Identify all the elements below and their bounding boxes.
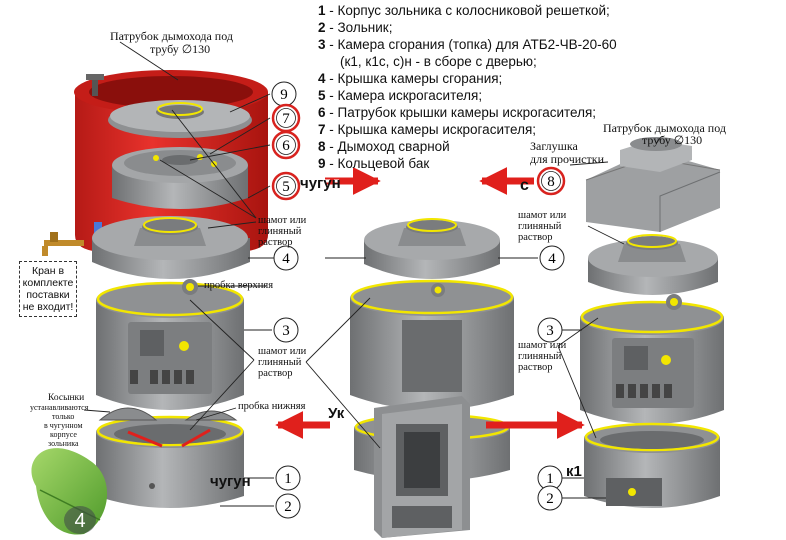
callout-2-left-text: 2 [284, 499, 292, 515]
ash-box-body-left [96, 407, 244, 508]
callout-1-right: 1 [537, 465, 563, 491]
chamotte-label-3: шамот или [258, 346, 307, 357]
legend-row-9: 9 - Кольцевой бак [318, 156, 430, 171]
callout-4-left: 4 [273, 245, 299, 271]
leaf-icon [31, 448, 108, 535]
callout-2-right-text: 2 [546, 491, 554, 507]
legend-row-3: 3 - Камера сгорания (топка) для АТБ2-ЧВ-… [318, 37, 617, 52]
callout-3-left: 3 [273, 317, 299, 343]
faucet-icon [42, 232, 84, 256]
legend-row-4: 4 - Крышка камеры сгорания; [318, 71, 503, 86]
legend-row-1: 1 - Корпус зольника с колосниковой решет… [318, 3, 610, 18]
chamotte-label-3c: раствор [258, 368, 293, 379]
faucet-note: Кран в комплекте поставки не входит! [19, 261, 77, 317]
chamotte-label-1: шамот или [258, 215, 307, 226]
callout-6: 6 [271, 130, 301, 160]
callout-1-left: 1 [275, 465, 301, 491]
cleaning-plug-label: Заглушка [530, 139, 579, 153]
callout-1-left-text: 1 [284, 471, 292, 487]
combustion-chamber-cover-center [364, 218, 500, 279]
chamotte-label-2b: глиняный [518, 221, 562, 232]
parts-legend: 1 - Корпус зольника с колосниковой решет… [318, 2, 778, 172]
cast-iron-label-bottom: чугун [210, 473, 251, 490]
callout-7-text: 7 [282, 111, 290, 127]
combustion-chamber-left [96, 279, 244, 410]
callout-5-text: 5 [282, 179, 290, 195]
callout-4-left-text: 4 [282, 251, 290, 267]
callout-3-right: 3 [537, 317, 563, 343]
flue-pipe-label-right-2: трубу ∅130 [642, 133, 702, 147]
combustion-chamber-cover-left [92, 216, 250, 279]
direction-arrows [127, 167, 585, 448]
callout-4-right-text: 4 [548, 251, 556, 267]
gusset-label-2: устанавливаются [30, 403, 89, 412]
callout-8: 8 [536, 166, 566, 196]
callout-7: 7 [271, 103, 301, 133]
spark-chamber [112, 147, 248, 209]
top-plug-label: пробка верхняя [204, 280, 273, 291]
faucet-note-line-4: не входит! [22, 301, 74, 313]
flue-pipe-label-right: Патрубок дымохода под [603, 121, 726, 135]
uk-variant-label: Ук [328, 405, 345, 422]
chamotte-label-1c: раствор [258, 237, 293, 248]
leader-lines [83, 41, 661, 507]
callout-5: 5 [271, 171, 301, 201]
chamotte-label-4b: глиняный [518, 351, 562, 362]
callout-2-left: 2 [275, 493, 301, 519]
cast-iron-label-top: чугун [300, 175, 341, 192]
legend-row-8: 8 - Дымоход сварной [318, 139, 450, 154]
callout-6-text: 6 [282, 138, 290, 154]
chamotte-label-3b: глиняный [258, 357, 302, 368]
page-number: 4 [74, 510, 85, 532]
legend-row-7: 7 - Крышка камеры искрогасителя; [318, 122, 537, 137]
cleaning-plug-label-2: для прочистки [530, 152, 605, 166]
c-variant-label: с [520, 177, 529, 194]
callout-1-right-text: 1 [546, 471, 554, 487]
combustion-chamber-center [350, 279, 514, 410]
combustion-chamber-right [580, 294, 724, 424]
callout-3-left-text: 3 [282, 323, 290, 339]
chamotte-label-1b: глиняный [258, 226, 302, 237]
callout-circles: 9 7 6 5 8 4 4 3 3 1 1 2 2 [271, 81, 566, 519]
gusset-label-6: зольника [48, 439, 79, 448]
faucet-note-line-3: поставки [26, 289, 70, 301]
chamotte-label-4c: раствор [518, 362, 553, 373]
legend-row-5: 5 - Камера искрогасителя; [318, 88, 483, 103]
combustion-chamber-cover-right [588, 234, 718, 295]
chamotte-label-4: шамот или [518, 340, 567, 351]
chamotte-label-2c: раствор [518, 232, 553, 243]
callout-9: 9 [271, 81, 297, 107]
faucet-note-line-1: Кран в [31, 265, 65, 277]
stove-door-assembly [354, 396, 510, 538]
callout-3-right-text: 3 [546, 323, 554, 339]
legend-row-2: 2 - Зольник; [318, 20, 393, 35]
chamotte-label-2: шамот или [518, 210, 567, 221]
legend-row-3-cont: (к1, к1с, с)н - в сборе с дверью; [340, 54, 537, 69]
callout-2-right: 2 [537, 485, 563, 511]
spark-chamber-cover [108, 100, 252, 138]
callout-4-right: 4 [539, 245, 565, 271]
legend-row-6: 6 - Патрубок крышки камеры искрогасителя… [318, 105, 597, 120]
flue-pipe-label-left-2: трубу ∅130 [150, 42, 210, 56]
bottom-plug-label: пробка нижняя [238, 401, 306, 412]
callout-8-text: 8 [547, 174, 555, 190]
faucet-note-line-2: комплекте [22, 277, 74, 289]
k1-variant-label: к1 [566, 463, 582, 480]
gusset-label-1: Косынки [48, 393, 84, 403]
gusset-label-4: в чугунном [44, 421, 83, 430]
callout-9-text: 9 [280, 87, 288, 103]
ash-box-body-right [584, 422, 720, 508]
flue-pipe-label-left: Патрубок дымохода под [110, 29, 233, 43]
gusset-label-3: только [52, 412, 74, 421]
gusset-label-5: корпусе [50, 430, 77, 439]
